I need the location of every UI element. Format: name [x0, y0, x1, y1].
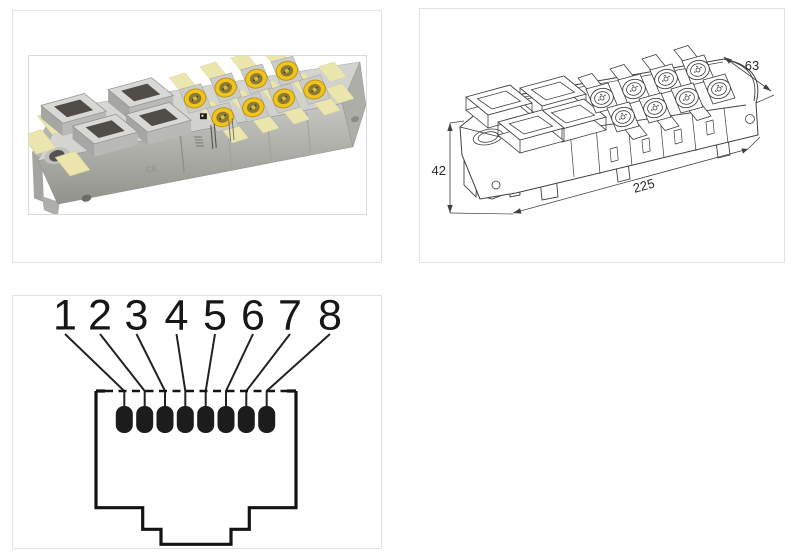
- module-markings: CE: [145, 113, 235, 175]
- pin-contact: [258, 406, 276, 433]
- pin-number: 1: [53, 296, 77, 340]
- ce-mark: CE: [145, 164, 157, 175]
- dim-depth-label: 63: [745, 58, 759, 73]
- product-photo: CE: [28, 55, 367, 215]
- pin-contact: [237, 406, 255, 433]
- dimension-depth: 63: [723, 56, 775, 104]
- pin-contact: [217, 406, 235, 433]
- pin-contact: [197, 406, 215, 433]
- end-hole: [351, 116, 359, 123]
- product-photo-panel: CE: [12, 10, 382, 263]
- product-photo-graphic: CE: [29, 56, 366, 214]
- pin-number: 5: [203, 296, 227, 340]
- pin-number: 3: [125, 296, 149, 340]
- foot-hole: [81, 194, 92, 202]
- dimension-height: 42: [432, 120, 514, 215]
- dim-height-label: 42: [432, 163, 446, 178]
- pin-contact: [176, 406, 194, 433]
- pin-number: 4: [165, 296, 189, 340]
- pin-contact: [156, 406, 174, 433]
- rj45-pinout-panel: 1 2 3 4 5 6 7 8: [12, 295, 382, 549]
- jack-pins: [115, 406, 276, 433]
- dimension-drawing: 63 42 225: [432, 45, 775, 215]
- pin-number: 8: [318, 296, 342, 340]
- rj45-jack-outline: [94, 389, 298, 546]
- pin-contact: [115, 406, 133, 433]
- pin-contact: [136, 406, 154, 433]
- rj45-pinout-diagram: 1 2 3 4 5 6 7 8: [53, 296, 342, 546]
- module-right-end-face: [341, 61, 366, 148]
- module-seam: [179, 133, 185, 173]
- pin-numbers: 1 2 3 4 5 6 7 8: [53, 296, 342, 340]
- pin-number: 2: [88, 296, 112, 340]
- module-foot-front: [41, 196, 60, 214]
- pin-number: 7: [278, 296, 302, 340]
- pin-leader-lines: [64, 333, 331, 408]
- pin-number: 6: [241, 296, 265, 340]
- dimension-drawing-panel: 63 42 225: [419, 8, 785, 263]
- dim-length-label: 225: [631, 176, 656, 196]
- dimension-length: 225: [512, 136, 761, 214]
